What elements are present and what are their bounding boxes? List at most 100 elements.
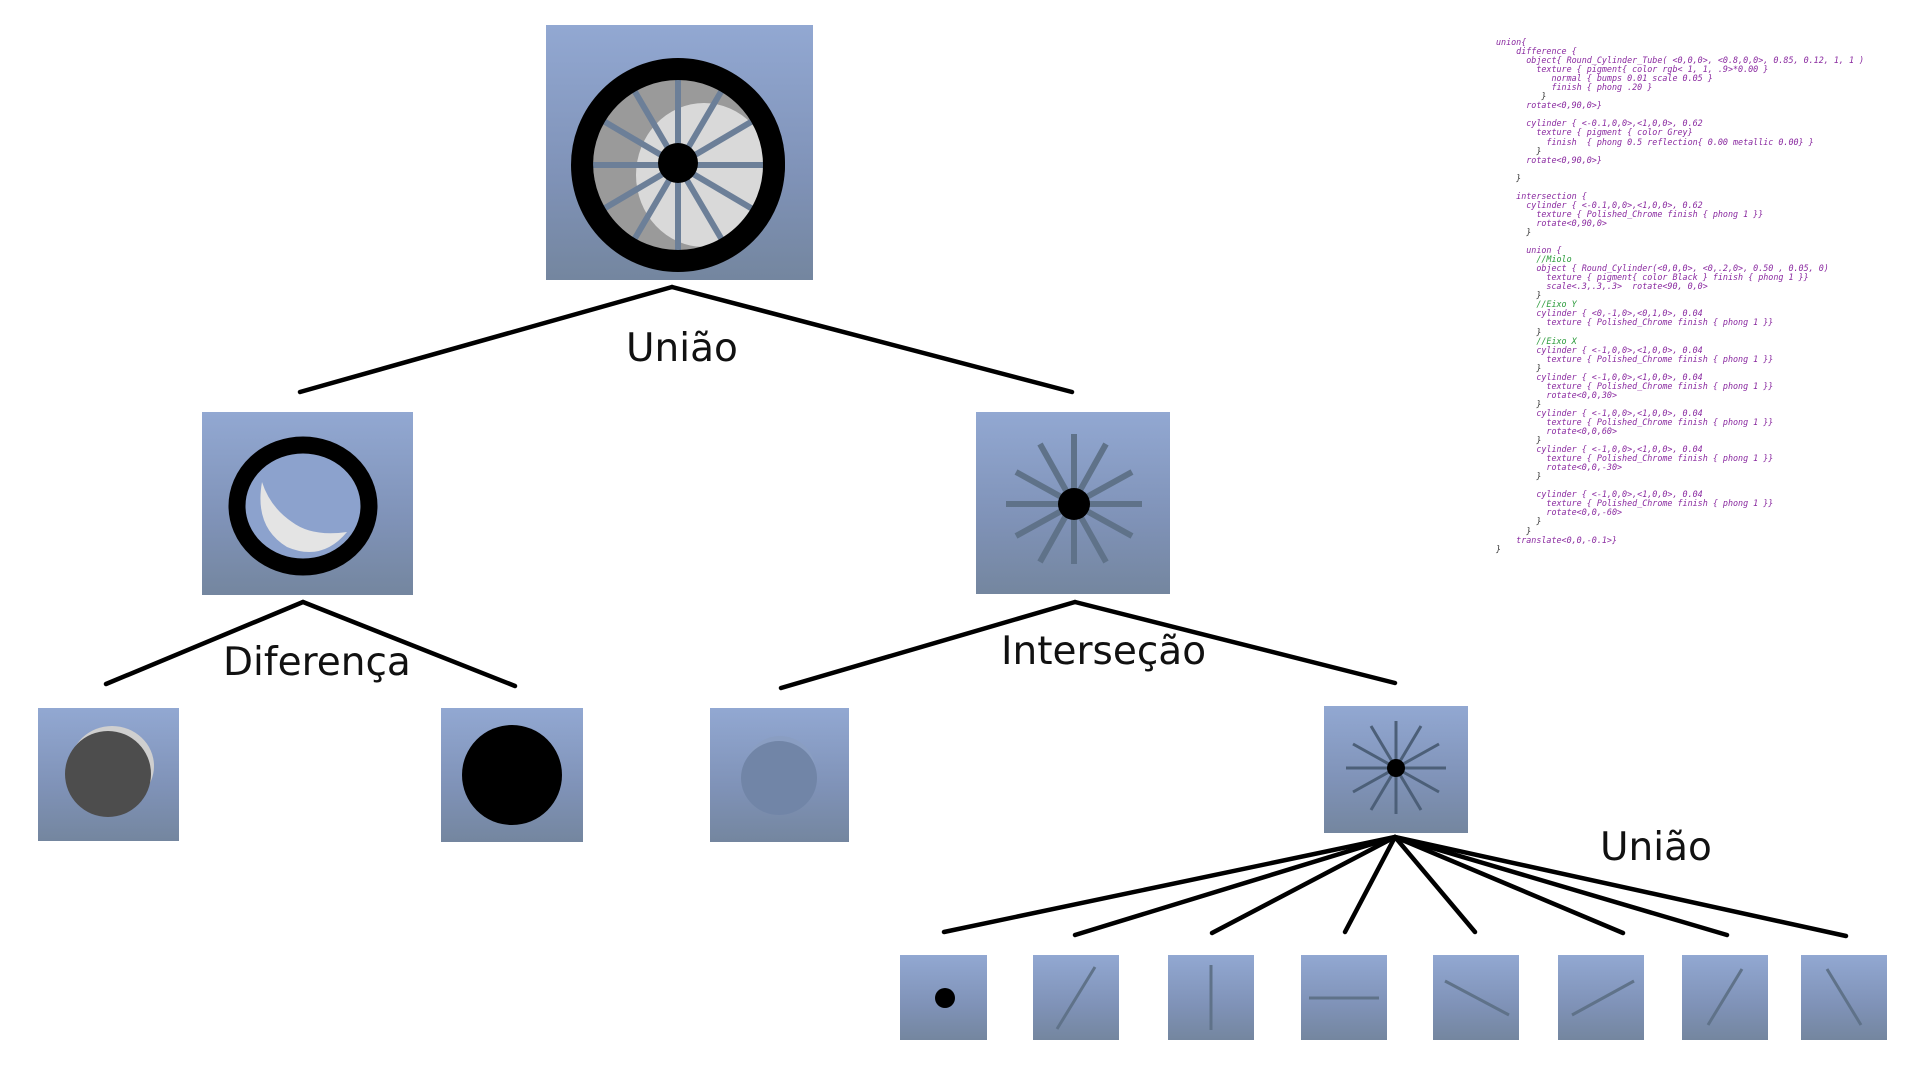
code-line: cylinder { <-1,0,0>,<1,0,0>, 0.04 xyxy=(1496,371,1703,382)
spoke-image-horizontal xyxy=(1309,996,1379,1000)
edge-union-spoke-7 xyxy=(1392,834,1849,939)
wheel-image xyxy=(571,58,785,272)
spoke-leaf-60 xyxy=(1033,955,1119,1040)
code-line: scale<.3,.3,.3> rotate<90, 0,0> xyxy=(1496,281,1708,292)
code-line: rotate<0,90,0> xyxy=(1496,217,1607,228)
code-line: difference { xyxy=(1496,46,1577,57)
code-line: cylinder { <-0.1,0,0>,<1,0,0>, 0.62 xyxy=(1496,118,1703,129)
edge-union-intersection xyxy=(669,284,1075,395)
code-line: texture { Polished_Chrome finish { phong… xyxy=(1496,498,1774,509)
difference-label: Diferença xyxy=(223,640,411,685)
spoke-image-60 xyxy=(1055,966,1097,1030)
code-line: //Eixo X xyxy=(1496,335,1577,346)
spoke-leaf-30 xyxy=(1558,955,1644,1040)
code-line: cylinder { <-1,0,0>,<1,0,0>, 0.04 xyxy=(1496,344,1703,355)
povray-code-listing: union{ difference { object{ Round_Cylind… xyxy=(1496,37,1906,554)
edge-difference-tube xyxy=(103,599,306,687)
code-line: intersection { xyxy=(1496,190,1587,201)
edge-intersection-cylinder xyxy=(778,599,1078,691)
black-disc-image xyxy=(462,725,562,825)
intersection-label: Interseção xyxy=(1001,629,1207,674)
gray-cylinder-image xyxy=(65,726,154,817)
code-line: } xyxy=(1496,543,1502,554)
spoke-image-30 xyxy=(1571,979,1635,1017)
black-cylinder-leaf xyxy=(441,708,583,842)
code-line: object { Round_Cylinder(<0,0,0>, <0,.2,0… xyxy=(1496,263,1829,274)
code-line: texture { Polished_Chrome finish { phong… xyxy=(1496,380,1774,391)
code-line: //Miolo xyxy=(1496,254,1572,265)
small-spokes-leaf xyxy=(1324,706,1468,833)
spoke-leaf-minus-30 xyxy=(1433,955,1519,1040)
code-line: cylinder { <-0.1,0,0>,<1,0,0>, 0.62 xyxy=(1496,199,1703,210)
code-line: texture { pigment{ color Black } finish … xyxy=(1496,272,1809,283)
spoke-image-60b xyxy=(1706,968,1744,1026)
edge-union-spoke-2 xyxy=(1209,834,1398,936)
code-line: object{ Round_Cylinder_Tube( <0,0,0>, <0… xyxy=(1496,55,1865,66)
code-line: rotate<0,90,0>} xyxy=(1496,100,1602,111)
code-line: finish { phong 0.5 reflection{ 0.00 meta… xyxy=(1496,136,1814,147)
code-line: normal { bumps 0.01 scale 0.05 } xyxy=(1496,73,1713,84)
edge-union-spoke-6 xyxy=(1392,834,1730,938)
code-line: cylinder { <0,-1,0>,<0,1,0>, 0.04 xyxy=(1496,308,1703,319)
code-line: } xyxy=(1496,290,1542,301)
spoke-leaf-horizontal xyxy=(1301,955,1387,1040)
code-line: } xyxy=(1496,326,1542,337)
code-line: rotate<0,0,60> xyxy=(1496,426,1618,437)
edge-union-spoke-1 xyxy=(1072,834,1398,938)
code-line: } xyxy=(1496,398,1542,409)
edge-union-difference xyxy=(297,284,675,395)
code-line: texture { Polished_Chrome finish { phong… xyxy=(1496,208,1764,219)
code-line: } xyxy=(1496,516,1542,527)
code-line: } xyxy=(1496,145,1542,156)
union-top-label: União xyxy=(626,326,738,371)
wheel-render-node xyxy=(546,25,813,280)
edge-union-spoke-5 xyxy=(1392,834,1626,936)
spokes-image xyxy=(1006,434,1142,564)
code-line: } xyxy=(1496,226,1532,237)
union-bottom-label: União xyxy=(1600,825,1712,870)
code-line: rotate<0,90,0>} xyxy=(1496,154,1602,165)
spoke-leaf-vertical xyxy=(1168,955,1254,1040)
code-line: union { xyxy=(1496,245,1562,256)
code-line: texture { Polished_Chrome finish { phong… xyxy=(1496,416,1774,427)
edge-difference-cylinder xyxy=(300,599,518,689)
spoke-image-minus-60 xyxy=(1825,968,1863,1026)
tube-image xyxy=(228,436,378,576)
code-line: //Eixo Y xyxy=(1496,299,1577,310)
edge-union-hub xyxy=(941,834,1398,935)
code-line: union{ xyxy=(1496,37,1527,47)
spoke-leaf-60b xyxy=(1682,955,1768,1040)
tube-cylinder-leaf xyxy=(38,708,179,841)
code-line: texture { Polished_Chrome finish { phong… xyxy=(1496,353,1774,364)
spoke-image-vertical xyxy=(1209,965,1213,1030)
edge-union-spoke-3 xyxy=(1342,834,1398,935)
small-spokes-image xyxy=(1346,721,1446,814)
code-line: } xyxy=(1496,471,1542,482)
faint-cylinder-image xyxy=(741,736,817,815)
code-line: texture { pigment { color Grey} xyxy=(1496,127,1693,138)
code-line: } xyxy=(1496,172,1522,183)
code-line: rotate<0,0,-30> xyxy=(1496,462,1623,473)
code-line: } xyxy=(1496,362,1542,373)
code-line: texture { pigment{ color rgb< 1, 1, .9>*… xyxy=(1496,64,1769,75)
tube-render-node xyxy=(202,412,413,595)
code-line: finish { phong .20 } xyxy=(1496,82,1653,93)
code-line: texture { Polished_Chrome finish { phong… xyxy=(1496,317,1774,328)
intersection-cylinder-leaf xyxy=(710,708,849,842)
code-line: cylinder { <-1,0,0>,<1,0,0>, 0.04 xyxy=(1496,489,1703,500)
code-line: translate<0,0,-0.1>} xyxy=(1496,534,1618,545)
code-line xyxy=(1496,165,1906,174)
spoke-image-minus-30 xyxy=(1444,979,1510,1017)
code-line: } xyxy=(1496,525,1532,536)
spoke-leaf-minus-60 xyxy=(1801,955,1887,1040)
code-line: rotate<0,0,-60> xyxy=(1496,507,1623,518)
code-line: } xyxy=(1496,435,1542,446)
hub-leaf xyxy=(900,955,987,1040)
code-line: rotate<0,0,30> xyxy=(1496,389,1618,400)
code-line: cylinder { <-1,0,0>,<1,0,0>, 0.04 xyxy=(1496,407,1703,418)
spokes-render-node xyxy=(976,412,1170,594)
edge-union-spoke-4 xyxy=(1392,834,1478,935)
code-line: texture { Polished_Chrome finish { phong… xyxy=(1496,453,1774,464)
